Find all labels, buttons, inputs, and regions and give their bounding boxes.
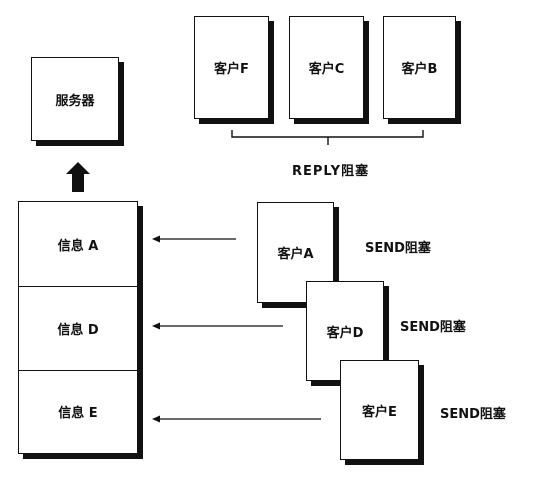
queue-cell-a-label: 信息 A xyxy=(57,238,99,254)
reply-client-f-label: 客户F xyxy=(214,62,249,77)
send-client-e-box: 客户E xyxy=(340,360,419,460)
send-blocked-label-e: SEND阻塞 xyxy=(440,407,506,422)
queue-cell-e-label: 信息 E xyxy=(58,406,98,421)
server-box: 服务器 xyxy=(31,57,119,141)
reply-client-b-box: 客户B xyxy=(383,16,456,119)
queue-cell-e: 信息 E xyxy=(19,370,137,453)
reply-brace xyxy=(231,130,424,145)
reply-blocked-label: REPLY阻塞 xyxy=(292,164,370,179)
send-client-d-label: 客户D xyxy=(326,325,364,341)
queue-cell-d: 信息 D xyxy=(19,286,137,370)
send-blocked-label-d: SEND阻塞 xyxy=(400,320,466,335)
arrow-d xyxy=(152,322,283,330)
reply-client-f-box: 客户F xyxy=(194,16,269,119)
arrow-a xyxy=(152,235,236,243)
reply-client-b-label: 客户B xyxy=(401,62,438,77)
queue-cell-a: 信息 A xyxy=(19,202,137,286)
reply-client-c-label: 客户C xyxy=(308,62,345,77)
send-client-e-label: 客户E xyxy=(362,404,397,420)
server-label: 服务器 xyxy=(55,93,95,109)
up-arrow-icon xyxy=(66,162,90,192)
queue-cell-d-label: 信息 D xyxy=(57,322,99,338)
arrow-e xyxy=(152,415,321,423)
send-client-a-label: 客户A xyxy=(277,247,314,262)
send-blocked-label-a: SEND阻塞 xyxy=(365,241,431,256)
queue-divider xyxy=(19,370,137,371)
queue-divider xyxy=(19,286,137,287)
message-queue: 信息 A 信息 D 信息 E xyxy=(18,201,138,454)
reply-client-c-box: 客户C xyxy=(289,16,364,119)
